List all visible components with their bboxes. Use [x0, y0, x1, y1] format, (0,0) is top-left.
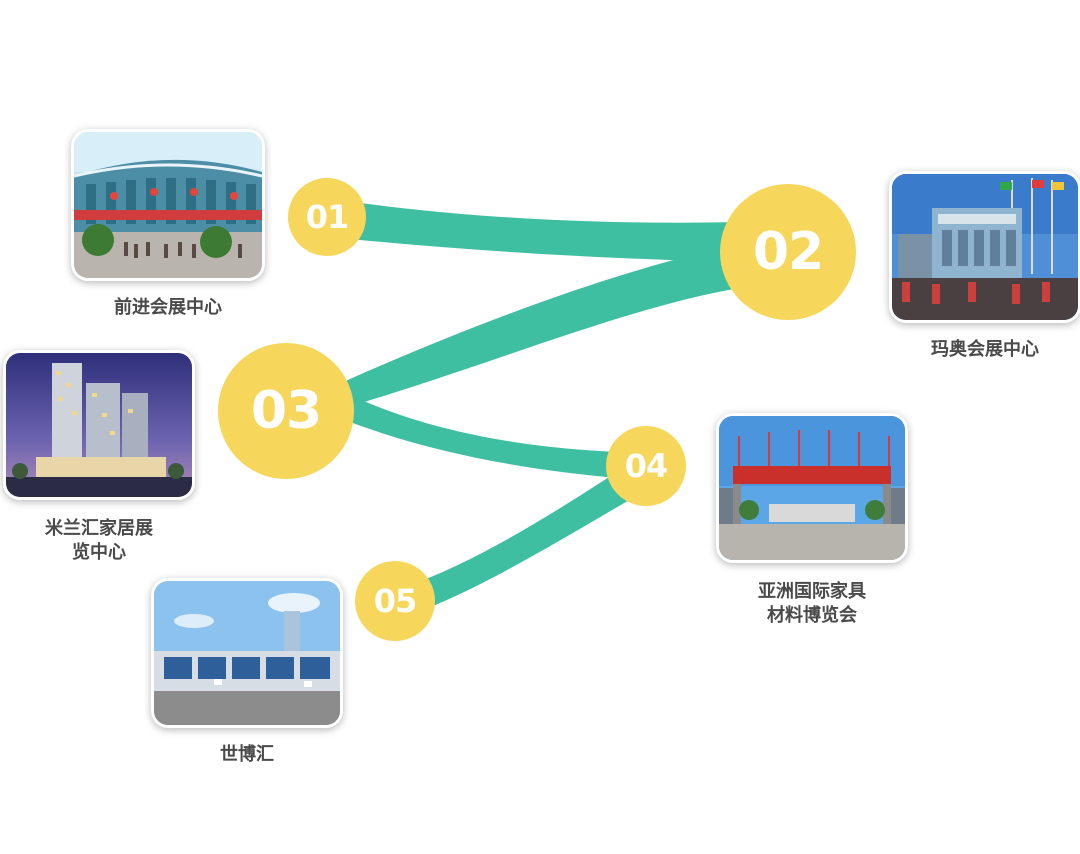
node-02-label: 02 [752, 222, 824, 282]
exhibition-center-flags-photo [892, 174, 1078, 320]
node-02: 02 [720, 184, 856, 320]
expo-gate-photo [719, 416, 905, 560]
node-04-label: 04 [624, 447, 669, 485]
node-05-label: 05 [373, 582, 418, 620]
connector-01-02 [340, 200, 740, 262]
node-03: 03 [218, 343, 354, 479]
shopping-mall-photo [154, 581, 340, 725]
venue-caption-2: 玛奥会展中心 [892, 338, 1078, 362]
connector-03-04 [340, 390, 620, 478]
venue-caption-3-line-1: 米兰汇家居展 [45, 518, 153, 539]
node-01-label: 01 [305, 198, 350, 236]
node-05: 05 [355, 561, 435, 641]
connector-04-05 [410, 450, 650, 615]
venue-caption-2-line-1: 玛奥会展中心 [931, 339, 1039, 360]
node-03-label: 03 [250, 381, 322, 441]
venue-caption-4-line-1: 亚洲国际家具 [758, 581, 866, 602]
venue-caption-5: 世博汇 [154, 743, 340, 767]
venue-caption-3-line-2: 览中心 [72, 542, 126, 563]
venue-caption-5-line-1: 世博汇 [220, 744, 274, 765]
node-04: 04 [606, 426, 686, 506]
node-01: 01 [288, 178, 366, 256]
venue-caption-4-line-2: 材料博览会 [767, 605, 857, 626]
venue-caption-4: 亚洲国际家具 材料博览会 [719, 580, 905, 628]
high-rise-building-photo [6, 353, 192, 497]
connector-02-03 [330, 240, 760, 412]
venue-caption-3: 米兰汇家居展 览中心 [6, 517, 192, 565]
venue-caption-1: 前进会展中心 [74, 296, 262, 320]
venue-caption-1-line-1: 前进会展中心 [114, 297, 222, 318]
exhibition-hall-photo [74, 132, 262, 278]
